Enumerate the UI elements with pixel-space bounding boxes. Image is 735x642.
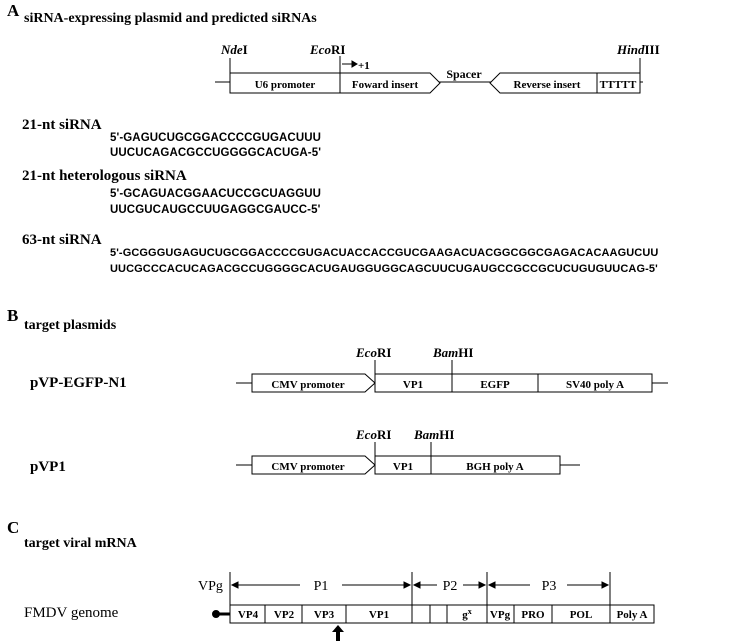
plasmid-pvp-egfp-n1-name: pVP-EGFP-N1	[30, 375, 127, 391]
sirna21-bottom-strand: UUCUCAGACGCCUGGGGCACUGA-5'	[110, 147, 322, 159]
het-sirna-top-strand: 5'-GCAGUACGGAACUCCGCUAGGUU	[110, 188, 322, 200]
plus-one-label: +1	[358, 60, 370, 72]
het-sirna-label: 21-nt heterologous siRNA	[22, 168, 187, 184]
fmdv-genome-label: FMDV genome	[24, 605, 119, 621]
cmv-promoter-label-1: CMV promoter	[271, 379, 344, 391]
target-arrow-icon	[332, 625, 344, 641]
sirna63-label: 63-nt siRNA	[22, 232, 102, 248]
segment-vp1: VP1	[369, 609, 389, 621]
panel-a-title: siRNA-expressing plasmid and predicted s…	[24, 11, 317, 26]
site-bamhi-b2: BamHI	[413, 427, 454, 442]
p1-label: P1	[314, 579, 329, 594]
pvp-egfp-n1-map	[236, 360, 668, 393]
segment-vp4: VP4	[238, 609, 259, 621]
sirna21-label: 21-nt siRNA	[22, 117, 102, 133]
terminator-label: TTTTT	[600, 79, 637, 91]
segment-vp2: VP2	[274, 609, 295, 621]
segment-pro: PRO	[521, 609, 545, 621]
genome-segment-labels: VP4 VP2 VP3 VP1 gx VPg PRO POL Poly A	[238, 607, 648, 621]
reverse-insert-label: Reverse insert	[514, 79, 581, 91]
fmdv-genome-map	[212, 572, 655, 624]
p3-label: P3	[542, 579, 557, 594]
site-ecori-b2: EcoRI	[355, 427, 391, 442]
panel-a-letter: A	[7, 1, 20, 20]
panel-b-letter: B	[7, 306, 19, 325]
egfp-label: EGFP	[480, 379, 510, 391]
bgh-label: BGH poly A	[466, 461, 524, 473]
site-ecori-a: EcoRI	[309, 42, 345, 57]
sirna63-bottom-strand: UUCGCCCACUCAGACGCCUGGGGCACUGAUGGUGGCAGCU…	[110, 263, 658, 275]
site-ndei: NdeI	[220, 42, 248, 57]
pvp1-map	[236, 442, 580, 475]
plasmid-pvp1-name: pVP1	[30, 459, 66, 475]
segment-pol: POL	[570, 609, 593, 621]
segment-vpg: VPg	[490, 609, 511, 621]
sirna-plasmid-map	[215, 56, 643, 94]
segment-polya: Poly A	[617, 609, 648, 621]
panel-c-letter: C	[7, 518, 20, 537]
site-bamhi-b1: BamHI	[432, 345, 473, 360]
vp1-label-1: VP1	[403, 379, 423, 391]
het-sirna-bottom-strand: UUCGUCAUGCCUUGAGGCGAUCC-5'	[110, 204, 321, 216]
sirna63-top-strand: 5'-GCGGGUGAGUCUGCGGACCCCGUGACUACCACCGUCG…	[110, 247, 659, 259]
vp1-label-2: VP1	[393, 461, 413, 473]
segment-vp3: VP3	[314, 609, 335, 621]
u6-promoter-label: U6 promoter	[255, 79, 316, 91]
site-ecori-b1: EcoRI	[355, 345, 391, 360]
vpg-5prime-label: VPg	[198, 579, 223, 594]
panel-c-title: target viral mRNA	[24, 536, 137, 551]
panel-b-title: target plasmids	[24, 318, 117, 333]
site-hindiii: HindIII	[616, 42, 660, 57]
p2-label: P2	[443, 579, 458, 594]
sv40-label: SV40 poly A	[566, 379, 624, 391]
segment-g: gx	[462, 607, 472, 621]
forward-insert-label: Foward insert	[352, 79, 419, 91]
cmv-promoter-label-2: CMV promoter	[271, 461, 344, 473]
spacer-label: Spacer	[446, 67, 482, 81]
sirna21-top-strand: 5'-GAGUCUGCGGACCCCGUGACUUU	[110, 132, 322, 144]
